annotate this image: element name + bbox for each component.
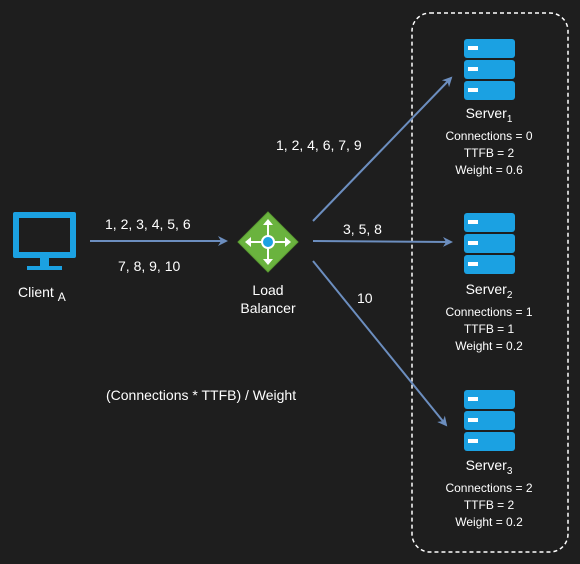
- server-1-connections: Connections = 0: [445, 129, 533, 143]
- arrow-lb-to-server1: [312, 76, 453, 222]
- monitor-icon: [13, 212, 76, 270]
- server-2-name: Server2: [465, 281, 513, 301]
- server-2-weight: Weight = 0.2: [455, 339, 523, 353]
- server-1-weight: Weight = 0.6: [455, 163, 523, 177]
- server-1-icon: [464, 39, 515, 100]
- flow-to-server3: 10: [357, 290, 373, 306]
- arrow-lb-to-server3: [312, 260, 448, 427]
- flow-client-to-lb-line2: 7, 8, 9, 10: [118, 258, 181, 274]
- flow-to-server1: 1, 2, 4, 6, 7, 9: [276, 137, 362, 153]
- formula-text: (Connections * TTFB) / Weight: [106, 387, 297, 403]
- client-label: Client A: [18, 284, 66, 304]
- server-2-info: Server2 Connections = 1 TTFB = 1 Weight …: [424, 281, 554, 355]
- server-group-border: [411, 12, 569, 553]
- server-2-ttfb: TTFB = 1: [463, 322, 515, 336]
- load-balancer-label: Load Balancer: [240, 282, 296, 316]
- server-2-connections: Connections = 1: [445, 305, 533, 319]
- flow-to-server2: 3, 5, 8: [343, 221, 382, 237]
- server-3-connections: Connections = 2: [445, 481, 533, 495]
- server-3-icon: [464, 390, 515, 451]
- server-3-name: Server3: [465, 457, 513, 477]
- server-3-info: Server3 Connections = 2 TTFB = 2 Weight …: [424, 457, 554, 531]
- server-3-weight: Weight = 0.2: [455, 515, 523, 529]
- server-1-info: Server1 Connections = 0 TTFB = 2 Weight …: [424, 105, 554, 179]
- flow-client-to-lb-line1: 1, 2, 3, 4, 5, 6: [105, 216, 191, 232]
- server-1-ttfb: TTFB = 2: [463, 146, 515, 160]
- load-balancer-icon: [237, 211, 299, 273]
- arrow-lb-to-server2: [312, 236, 453, 247]
- server-1-name: Server1: [465, 105, 513, 125]
- server-3-ttfb: TTFB = 2: [463, 498, 515, 512]
- server-2-icon: [464, 213, 515, 274]
